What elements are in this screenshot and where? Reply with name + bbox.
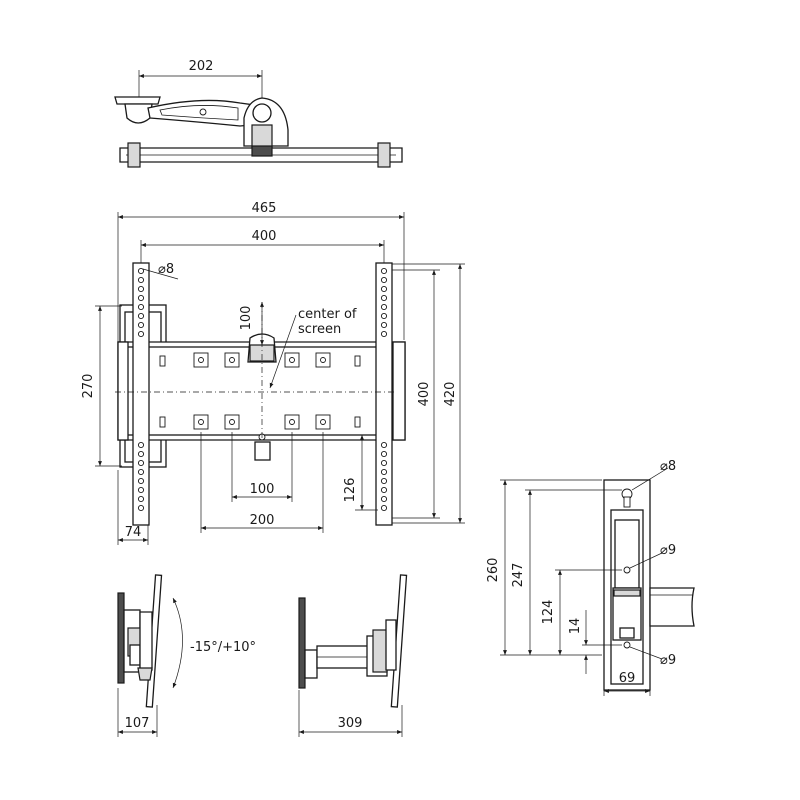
- right-rail: [375, 262, 393, 526]
- side-view-extended: 309: [298, 574, 408, 737]
- keyhole-dia-label: ⌀8: [660, 459, 676, 474]
- bottom-offset-dim: 126: [343, 478, 358, 503]
- wall-plate-view: ⌀8 ⌀9 ⌀9 260 247 124 14 69: [486, 459, 695, 696]
- keyhole-to-bottom-dim: 247: [511, 563, 526, 588]
- vesa-large-dim: 200: [250, 513, 275, 528]
- bottom-hole-dia-label: ⌀9: [660, 653, 676, 668]
- rail-height-dim: 400: [417, 382, 432, 407]
- plate-total-height-dim: 260: [486, 558, 501, 583]
- left-rail-holes: [137, 267, 145, 512]
- rail-edge-dim: 74: [125, 525, 142, 540]
- center-offset-dim: 100: [239, 306, 254, 331]
- rail-hole-dia-label: ⌀8: [158, 262, 174, 277]
- center-label-line2: screen: [298, 322, 341, 337]
- reach-dim: 309: [338, 716, 363, 731]
- tilt-angle-label: -15°/+10°: [190, 640, 256, 655]
- vesa-holes: [193, 352, 331, 430]
- rail-spacing-dim: 400: [252, 229, 277, 244]
- plate-width-dim: 69: [619, 671, 636, 686]
- plate-height-dim: 270: [81, 374, 96, 399]
- side-view-tilt: -15°/+10° 107: [117, 574, 256, 737]
- top-width-dim: 202: [189, 59, 214, 74]
- center-label-line1: center of: [298, 307, 357, 322]
- top-view: 202: [114, 59, 403, 168]
- front-view: 465 400: [81, 201, 465, 545]
- overall-height-dim: 420: [443, 382, 458, 407]
- tilt-depth-dim: 107: [125, 716, 150, 731]
- right-rail-holes: [380, 267, 388, 512]
- bottom-hole-dim: 14: [568, 618, 583, 635]
- mid-hole-dia-label: ⌀9: [660, 543, 676, 558]
- overall-width-dim: 465: [252, 201, 277, 216]
- vesa-small-dim: 100: [250, 482, 275, 497]
- left-rail: [132, 262, 150, 526]
- mid-hole-dim: 124: [541, 600, 556, 625]
